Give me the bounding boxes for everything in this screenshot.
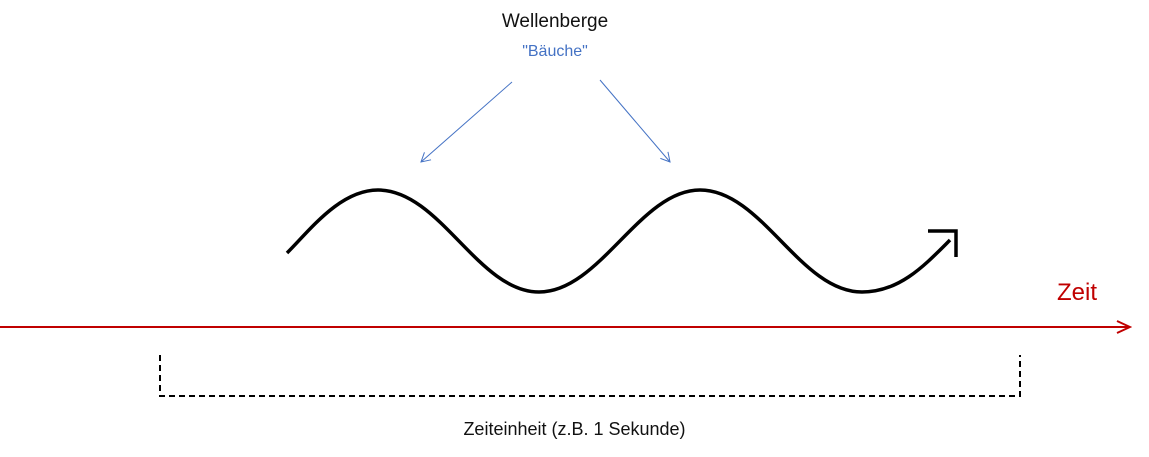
peak-pointer-arrow-left <box>420 81 513 163</box>
sine-wave <box>285 188 952 294</box>
peaks-sublabel: "Bäuche" <box>522 43 588 60</box>
time-unit-label: Zeiteinheit (z.B. 1 Sekunde) <box>463 419 686 439</box>
time-unit-bracket <box>159 355 1021 397</box>
wave-arrowhead <box>928 229 958 257</box>
peak-pointer-arrow-right <box>599 79 671 163</box>
time-axis-label: Zeit <box>1057 279 1098 306</box>
peaks-label: Wellenberge <box>501 11 609 32</box>
